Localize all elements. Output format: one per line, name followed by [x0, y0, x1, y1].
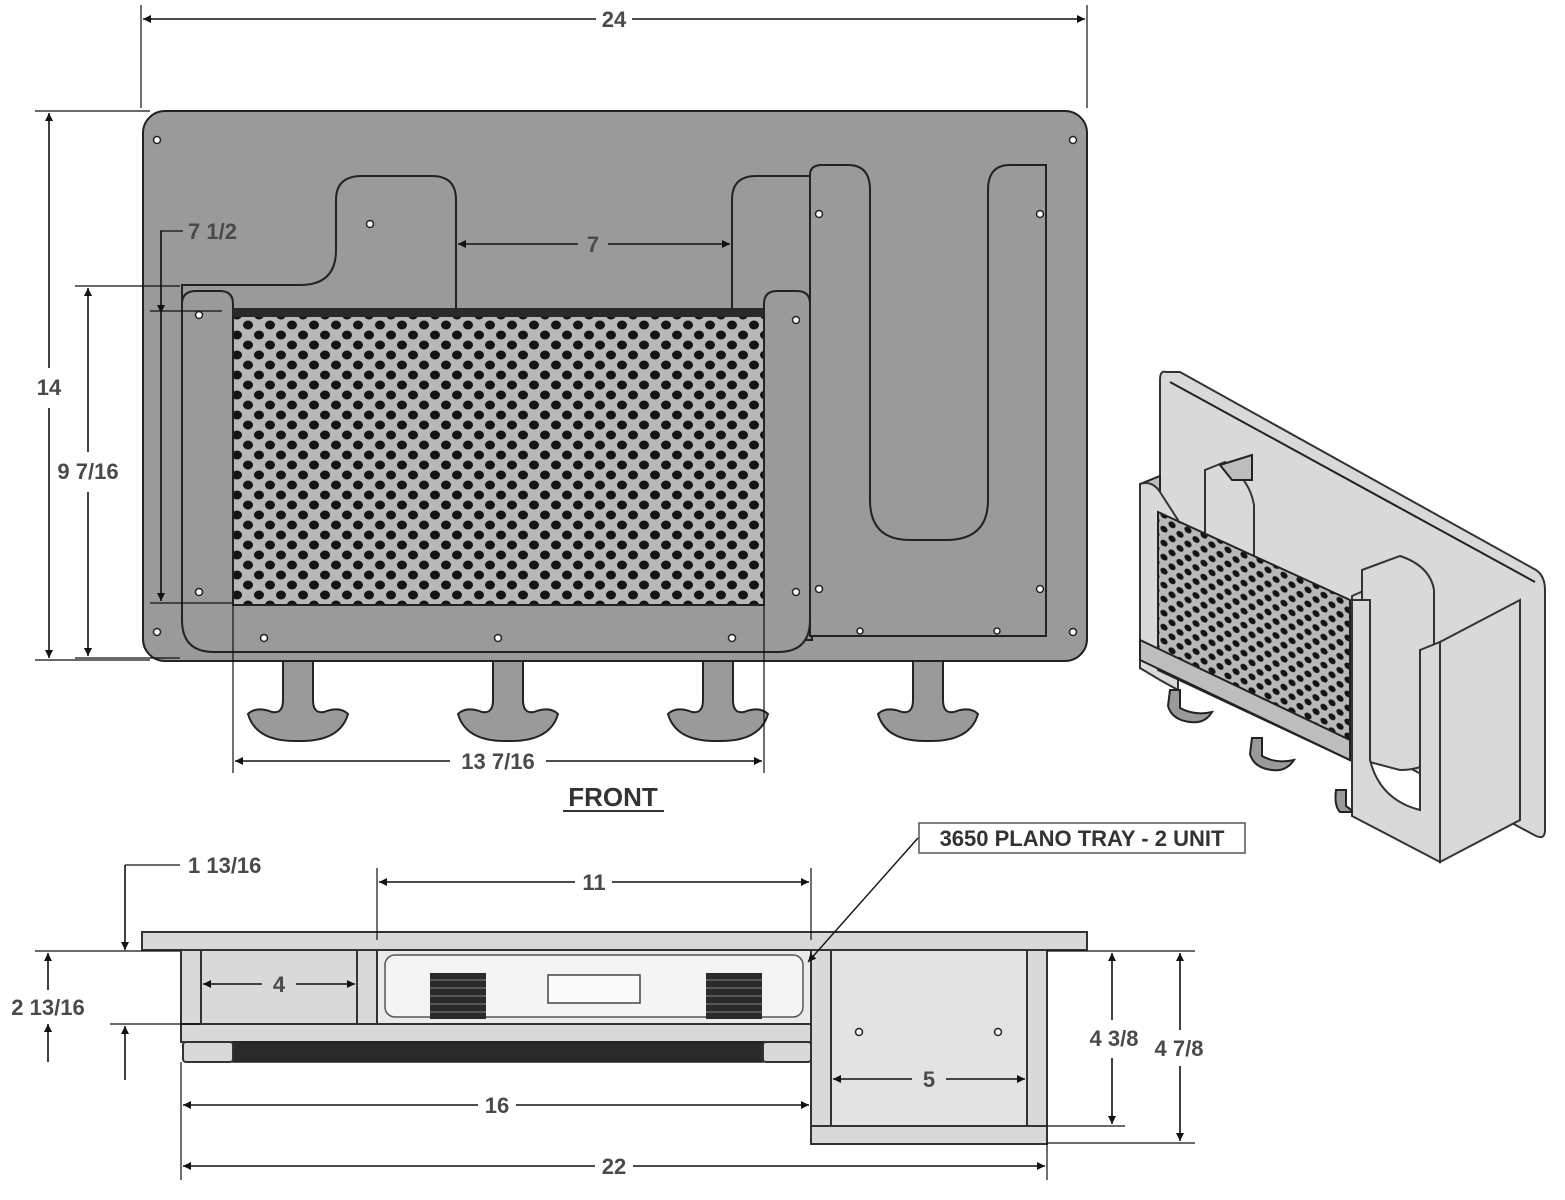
top-mesh-strip	[232, 1041, 764, 1063]
mount-hole	[259, 633, 269, 643]
mount-hole	[1035, 584, 1045, 594]
dim-depth-outer: 4 7/8	[1155, 1036, 1204, 1061]
mount-hole	[194, 587, 204, 597]
dim-mesh-height: 9 7/16	[57, 459, 118, 484]
mesh-top-band	[233, 308, 764, 317]
iso-hook	[1166, 689, 1215, 724]
mount-hole	[365, 219, 375, 229]
iso-hook	[1334, 789, 1354, 813]
iso-hook	[1248, 737, 1297, 772]
iso-front-rail	[1139, 638, 1351, 762]
mount-hole	[856, 627, 864, 635]
dim-back-thickness: 1 13/16	[188, 853, 261, 878]
dim-inner-width: 5	[923, 1067, 935, 1092]
iso-end-box	[1439, 598, 1521, 864]
mount-hole	[727, 633, 737, 643]
top-view: 1 13/16 11 4 2 13/16 5 4 3/8 4 7/8	[11, 822, 1246, 1180]
top-right-wall	[810, 949, 832, 1127]
top-foot	[762, 1041, 812, 1063]
hook	[456, 660, 560, 743]
dim-pocket-depth: 2 13/16	[11, 995, 84, 1020]
mount-hole	[1035, 209, 1045, 219]
u-holder	[809, 164, 1047, 637]
top-left-pocket	[200, 949, 358, 1025]
tray-handle	[547, 974, 641, 1004]
mount-hole	[993, 1027, 1003, 1037]
mount-hole	[854, 1027, 864, 1037]
top-right-bottom	[810, 1125, 1048, 1145]
dim-pocket: 4	[273, 972, 286, 997]
view-label-front: FRONT	[568, 782, 658, 812]
top-right-wall	[1026, 949, 1048, 1127]
iso-divider-back	[1218, 453, 1253, 481]
mesh-panel	[232, 314, 765, 606]
top-back-board	[141, 931, 1088, 951]
hook	[876, 660, 980, 743]
mount-hole	[814, 584, 824, 594]
top-foot	[182, 1041, 234, 1063]
front-view: 24 14 9 7/16 7 1/2 7 13 7/16 FRONT	[35, 5, 1088, 812]
mount-hole	[194, 310, 204, 320]
dim-mesh-width: 13 7/16	[461, 749, 534, 774]
mount-hole	[814, 209, 824, 219]
hook	[666, 660, 770, 743]
dim-cutout-width: 7	[587, 232, 599, 257]
hooks	[246, 660, 980, 743]
mount-hole	[152, 135, 162, 145]
isometric-view	[1139, 370, 1546, 864]
top-divider	[356, 949, 378, 1029]
callout-box	[918, 822, 1246, 854]
dim-tray-span: 11	[582, 870, 605, 895]
top-right-box	[810, 949, 1048, 1127]
mount-hole	[993, 627, 1001, 635]
mount-hole	[152, 627, 162, 637]
dim-overall-height: 14	[37, 375, 62, 400]
mount-hole	[791, 587, 801, 597]
mount-hole	[493, 633, 503, 643]
callout-label: 3650 PLANO TRAY - 2 UNIT	[940, 826, 1225, 851]
hook	[246, 660, 350, 743]
top-front-rail	[180, 1023, 812, 1043]
dim-cutout-drop: 7 1/2	[188, 219, 237, 244]
mount-hole	[791, 315, 801, 325]
dim-overall-length: 22	[602, 1154, 626, 1179]
dim-shelf-length: 16	[485, 1093, 509, 1118]
mount-hole	[1068, 135, 1078, 145]
callout-leader	[807, 837, 919, 963]
dim-overall-width: 24	[602, 7, 627, 32]
panel-edge	[1169, 381, 1536, 583]
dim-depth-inner: 4 3/8	[1090, 1026, 1139, 1051]
left-divider	[181, 175, 457, 316]
mount-hole	[1068, 627, 1078, 637]
